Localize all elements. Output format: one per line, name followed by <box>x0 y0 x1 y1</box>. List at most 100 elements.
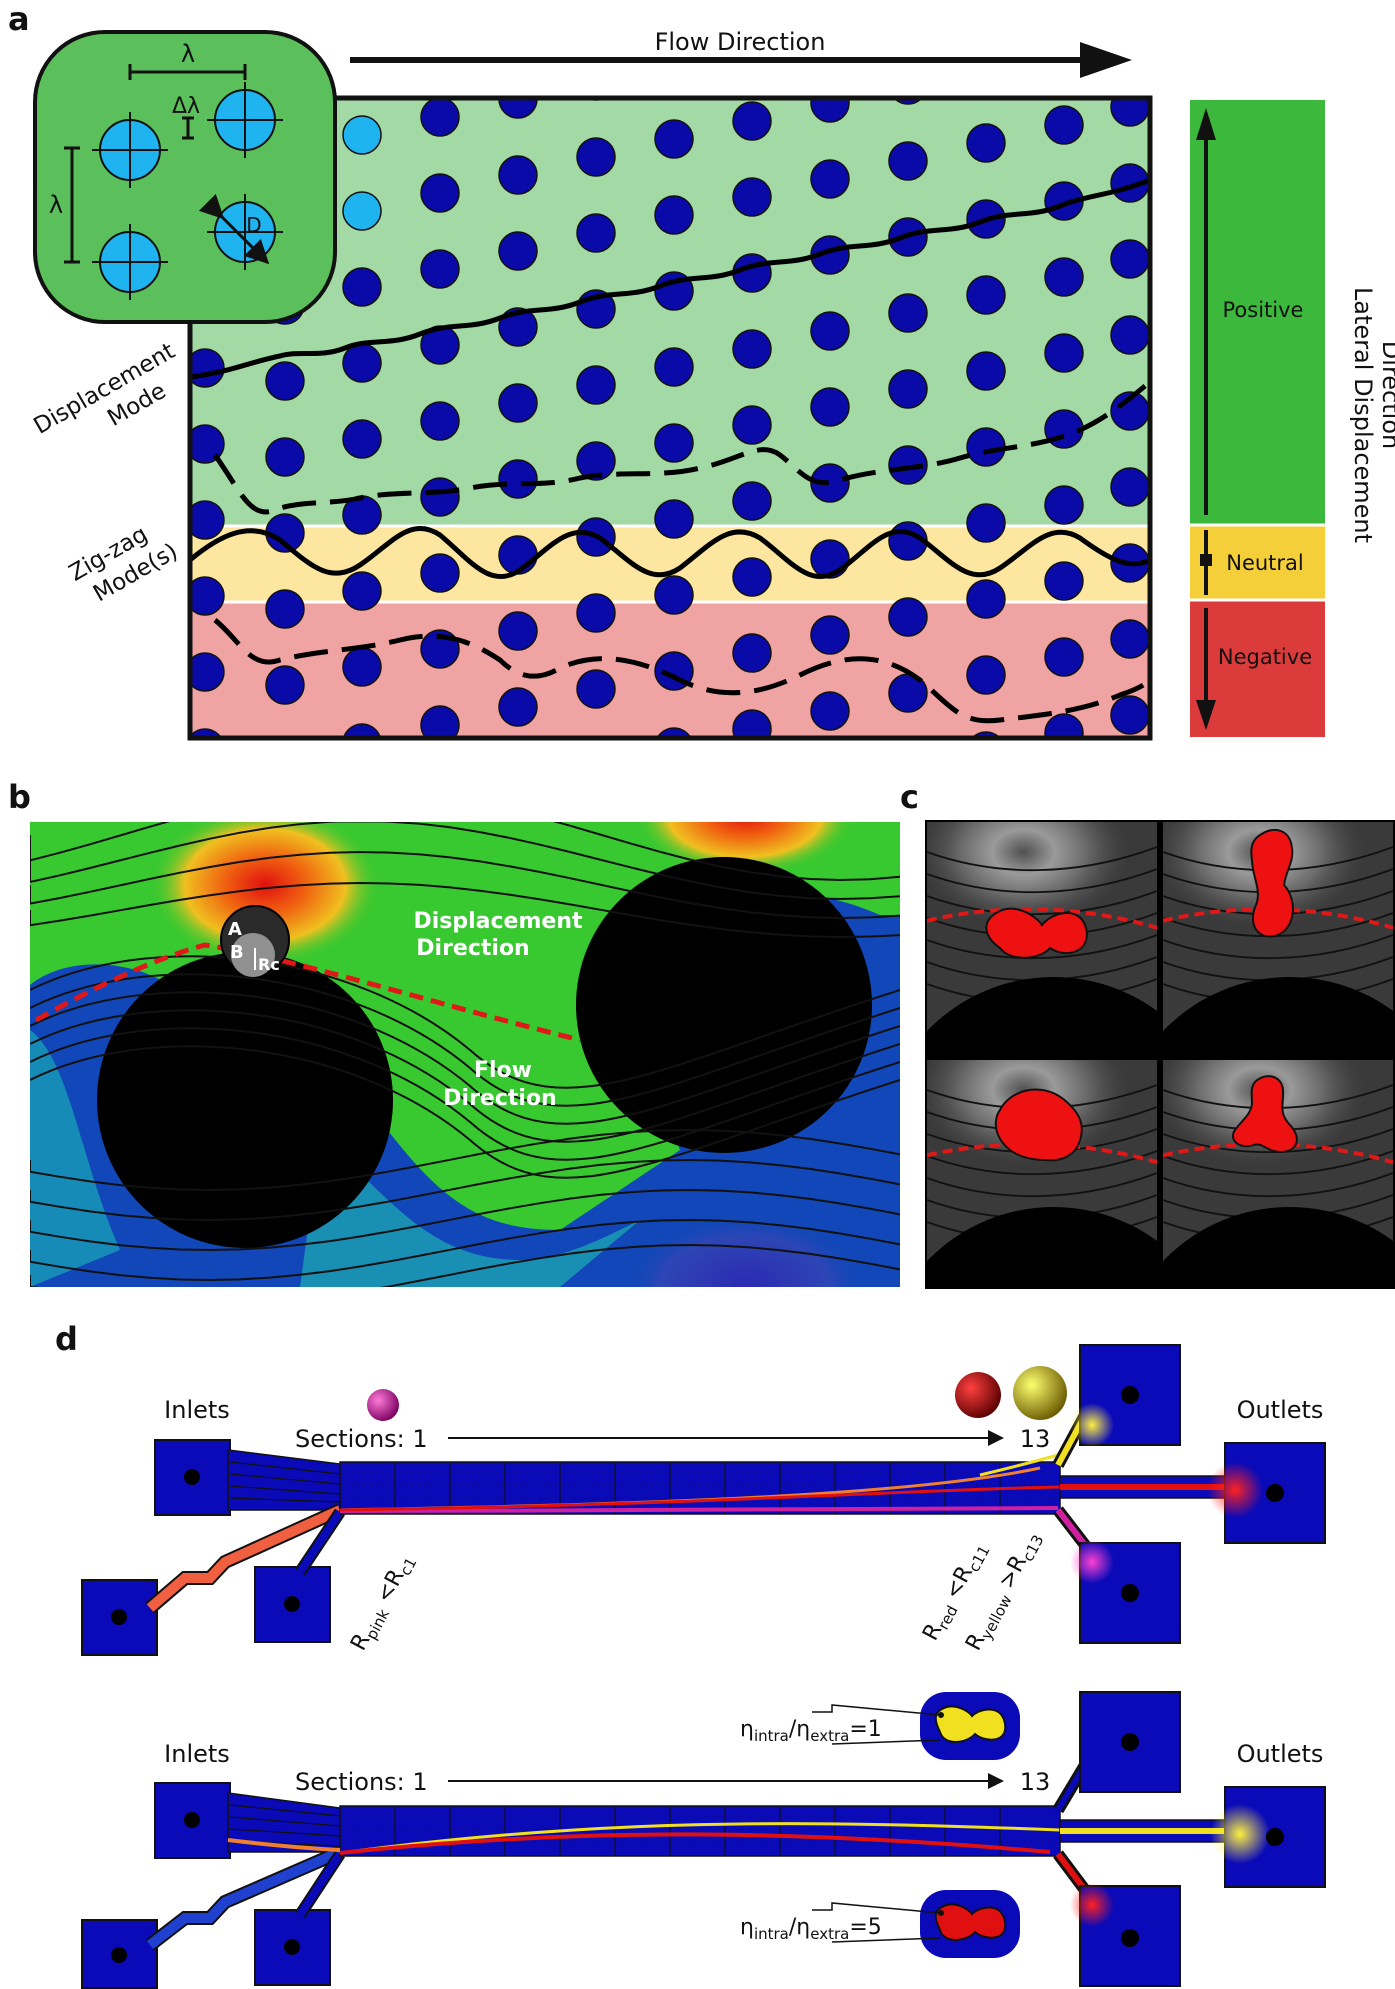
post <box>266 438 304 476</box>
red-particle <box>955 1372 1001 1418</box>
post <box>967 276 1005 314</box>
lambda-left-label: λ <box>49 191 63 219</box>
post <box>1111 240 1149 278</box>
bottom-inlets-label: Inlets <box>164 1740 230 1768</box>
panel-letter-d: d <box>55 1320 78 1358</box>
post <box>343 724 381 762</box>
post <box>343 420 381 458</box>
post <box>577 594 615 632</box>
post <box>1045 562 1083 600</box>
panel-a: a Flow Direction λ <box>8 0 1395 770</box>
geometry-inset: λ Δλ λ D <box>35 32 335 322</box>
post <box>1111 88 1149 126</box>
panel-b: b A B Rc Displacement Direction Flow Dir… <box>8 755 900 1355</box>
top-sections-label: Sections: 1 <box>295 1425 428 1453</box>
post <box>655 196 693 234</box>
post <box>343 648 381 686</box>
post <box>266 590 304 628</box>
b-flow-line2: Direction <box>443 1086 556 1111</box>
post <box>655 728 693 766</box>
post-right <box>576 857 872 1153</box>
lateral-axis-line2: Direction <box>1377 341 1395 449</box>
post <box>1045 714 1083 752</box>
flow-arrow-head <box>1080 42 1132 78</box>
post <box>343 116 381 154</box>
post <box>967 580 1005 618</box>
bottom-outlets-label: Outlets <box>1237 1740 1324 1768</box>
post <box>889 598 927 636</box>
device-bottom: Inlets Outlets Sections: 1 13 ηintra/ηex… <box>82 1692 1325 1988</box>
post <box>733 634 771 672</box>
post <box>967 504 1005 542</box>
post <box>499 688 537 726</box>
post <box>1111 696 1149 734</box>
high-velocity-top-right <box>635 755 855 875</box>
post <box>655 348 693 386</box>
negative-label: Negative <box>1218 645 1312 669</box>
svg-text:Ryellow >Rc13: Ryellow >Rc13 <box>961 1527 1047 1656</box>
post <box>577 366 615 404</box>
top-sections-end: 13 <box>1020 1425 1051 1453</box>
r-pink-label: Rpink <Rc1 <box>346 1550 420 1656</box>
lambda-top-label: λ <box>181 40 195 68</box>
post <box>655 424 693 462</box>
post <box>811 388 849 426</box>
post <box>889 142 927 180</box>
viscosity-ratio-5: ηintra/ηextra=5 <box>740 1915 882 1943</box>
lateral-displacement-legend: Positive Neutral Negative Lateral Displa… <box>1190 100 1395 737</box>
main-channel-top <box>340 1462 1060 1514</box>
post <box>421 250 459 288</box>
post <box>266 362 304 400</box>
post <box>733 558 771 596</box>
panel-letter-c: c <box>900 778 919 816</box>
main-channel-bottom <box>340 1806 1060 1856</box>
post <box>343 344 381 382</box>
delta-lambda-label: Δλ <box>172 94 200 119</box>
label-B: B <box>230 942 244 963</box>
post <box>499 612 537 650</box>
post <box>421 478 459 516</box>
post <box>1111 468 1149 506</box>
post <box>1111 316 1149 354</box>
post <box>499 536 537 574</box>
post <box>343 192 381 230</box>
post <box>655 500 693 538</box>
bottom-sections-end: 13 <box>1020 1768 1051 1796</box>
panel-letter-a: a <box>8 0 30 38</box>
post <box>733 482 771 520</box>
lateral-axis-line1: Lateral Displacement <box>1349 287 1377 543</box>
top-outlets-label: Outlets <box>1237 1396 1324 1424</box>
pink-particle <box>367 1389 399 1421</box>
b-displacement-line2: Direction <box>416 936 529 961</box>
post <box>733 406 771 444</box>
post <box>266 666 304 704</box>
inset-box <box>35 32 335 322</box>
r-yellow-label: Ryellow >Rc13 <box>961 1527 1047 1656</box>
b-flow-line1: Flow <box>474 1058 532 1083</box>
post <box>421 402 459 440</box>
post <box>967 656 1005 694</box>
yellow-particle <box>1013 1366 1067 1420</box>
post <box>889 294 927 332</box>
label-A: A <box>228 919 242 940</box>
svg-text:Rpink <Rc1: Rpink <Rc1 <box>346 1550 420 1656</box>
post <box>577 138 615 176</box>
post <box>499 156 537 194</box>
post <box>733 710 771 748</box>
diameter-label: D <box>246 213 261 237</box>
bottom-sections-label: Sections: 1 <box>295 1768 428 1796</box>
b-displacement-line1: Displacement <box>413 909 583 934</box>
post <box>343 572 381 610</box>
post <box>811 84 849 122</box>
post <box>499 460 537 498</box>
post <box>811 692 849 730</box>
post <box>811 616 849 654</box>
post <box>421 174 459 212</box>
post <box>733 178 771 216</box>
post <box>733 330 771 368</box>
post <box>733 102 771 140</box>
post <box>499 232 537 270</box>
post <box>967 124 1005 162</box>
post <box>811 160 849 198</box>
